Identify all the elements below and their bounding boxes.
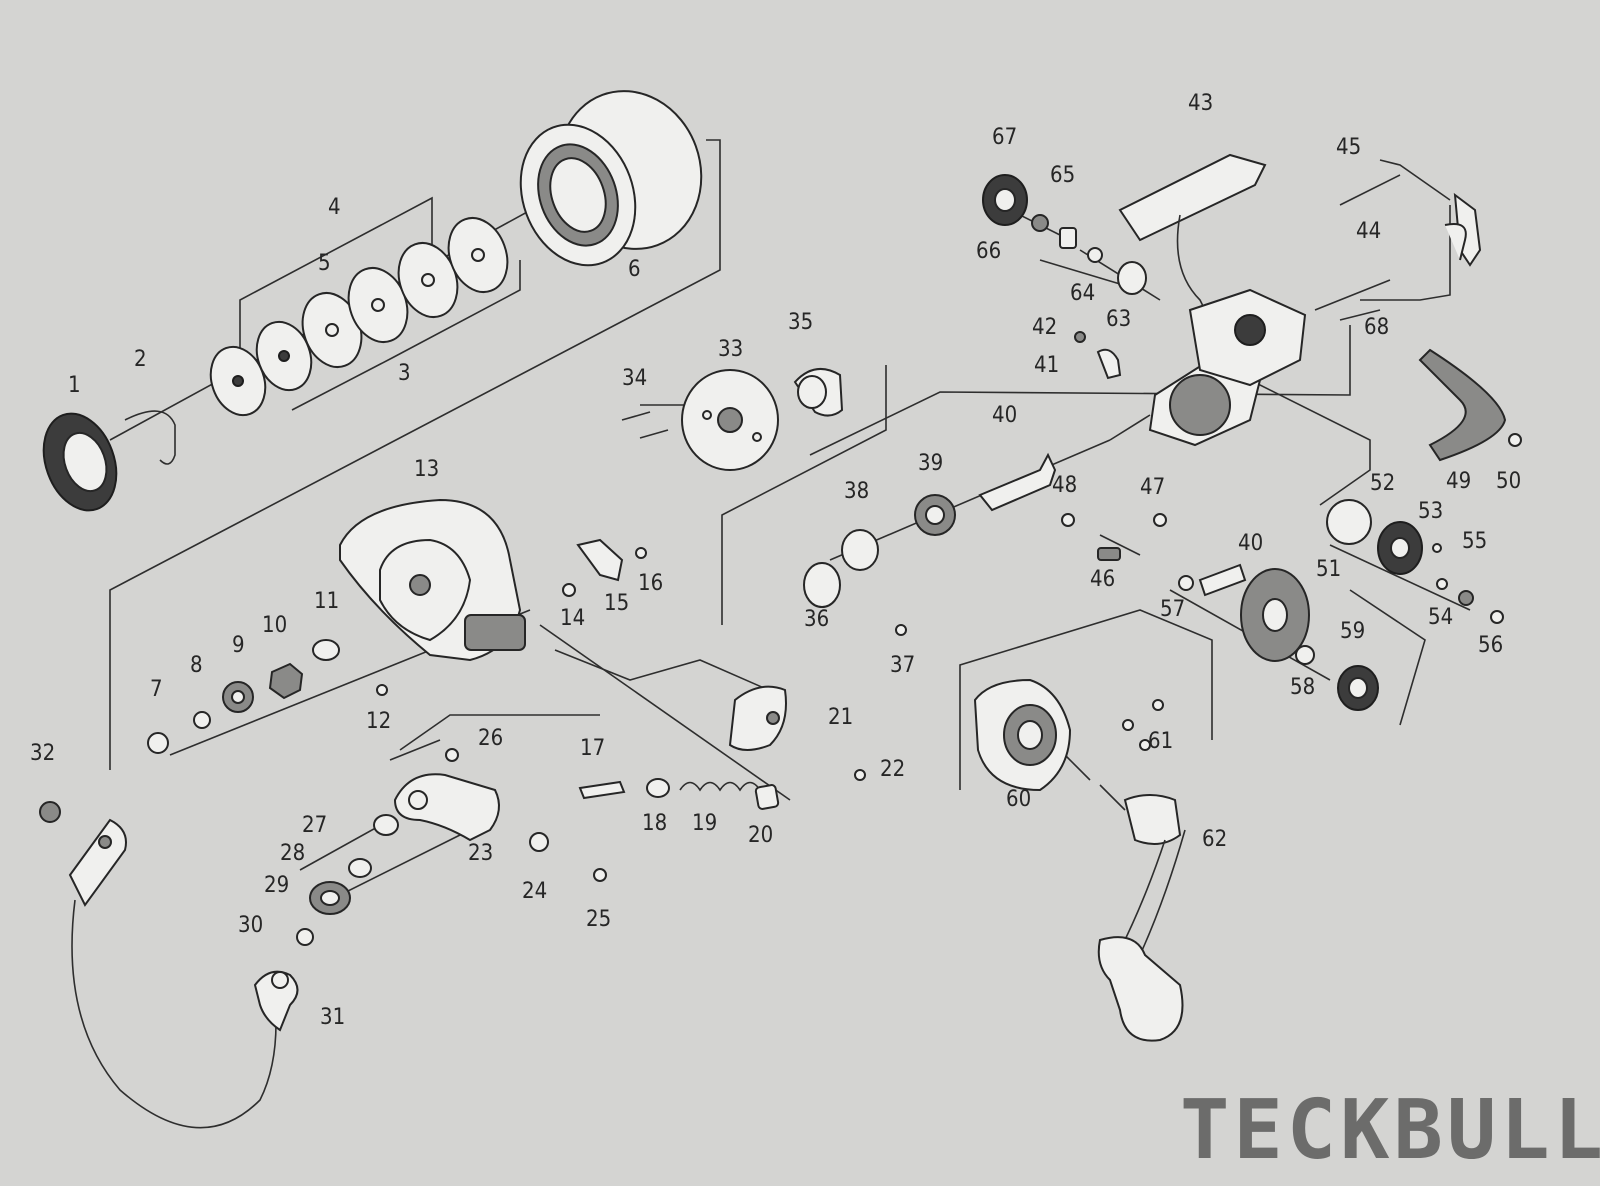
part-label-12: 12: [366, 709, 391, 734]
part-label-45: 45: [1336, 135, 1361, 160]
part-label-49: 49: [1446, 469, 1471, 494]
part-label-38: 38: [844, 479, 869, 504]
part-label-13: 13: [414, 457, 439, 482]
part-label-10: 10: [262, 613, 287, 638]
part-label-43: 43: [1188, 91, 1213, 116]
spool-assembly: [42, 90, 703, 512]
part-label-66: 66: [976, 239, 1001, 264]
part-label-20: 20: [748, 823, 773, 848]
part-label-50: 50: [1496, 469, 1521, 494]
part-label-2: 2: [134, 347, 147, 372]
part-label-42: 42: [1032, 315, 1057, 340]
part-label-5: 5: [318, 251, 331, 276]
part-label-33: 33: [718, 337, 743, 362]
part-label-41: 41: [1034, 353, 1059, 378]
part-label-52: 52: [1370, 471, 1395, 496]
part-label-48: 48: [1052, 473, 1077, 498]
part-label-17: 17: [580, 736, 605, 761]
group-brackets: [109, 139, 1451, 790]
pinion-assembly: [803, 331, 1262, 636]
part-label-57: 57: [1160, 597, 1185, 622]
part-label-61: 61: [1148, 729, 1173, 754]
part-label-21: 21: [828, 705, 853, 730]
part-label-67: 67: [992, 125, 1017, 150]
part-label-56: 56: [1478, 633, 1503, 658]
part-label-47: 47: [1140, 475, 1165, 500]
part-label-24: 24: [522, 879, 547, 904]
watermark-text: TECKBULL: [1180, 1083, 1600, 1178]
part-label-62: 62: [1202, 827, 1227, 852]
part-label-22: 22: [880, 757, 905, 782]
part-label-15: 15: [604, 591, 629, 616]
part-label-44: 44: [1356, 219, 1381, 244]
part-label-36: 36: [804, 607, 829, 632]
part-label-64: 64: [1070, 281, 1095, 306]
part-label-1: 1: [68, 373, 81, 398]
part-label-39: 39: [918, 451, 943, 476]
part-label-26: 26: [478, 726, 503, 751]
part-label-7: 7: [150, 677, 163, 702]
rotor-assembly: [147, 367, 844, 754]
part-label-60: 60: [1006, 787, 1031, 812]
part-label-53: 53: [1418, 499, 1443, 524]
part-label-23: 23: [468, 841, 493, 866]
part-label-68: 68: [1364, 315, 1389, 340]
part-label-19: 19: [692, 811, 717, 836]
part-label-37: 37: [890, 653, 915, 678]
part-label-25: 25: [586, 907, 611, 932]
part-label-8: 8: [190, 653, 203, 678]
part-label-55: 55: [1462, 529, 1487, 554]
part-label-65: 65: [1050, 163, 1075, 188]
part-label-16: 16: [638, 571, 663, 596]
part-label-31: 31: [320, 1005, 345, 1030]
part-label-11: 11: [314, 589, 339, 614]
part-label-34: 34: [622, 366, 647, 391]
part-label-40b: 40: [1238, 531, 1263, 556]
part-label-28: 28: [280, 841, 305, 866]
part-label-18: 18: [642, 811, 667, 836]
part-label-54: 54: [1428, 605, 1453, 630]
part-label-35: 35: [788, 310, 813, 335]
part-label-3: 3: [398, 361, 411, 386]
bail-assembly: [39, 685, 866, 1129]
part-label-4: 4: [328, 195, 341, 220]
part-label-32: 32: [30, 741, 55, 766]
part-label-6: 6: [628, 257, 641, 282]
part-label-40a: 40: [992, 403, 1017, 428]
body-assembly: [973, 153, 1522, 1042]
part-label-58: 58: [1290, 675, 1315, 700]
part-label-27: 27: [302, 813, 327, 838]
part-label-63: 63: [1106, 307, 1131, 332]
part-label-30: 30: [238, 913, 263, 938]
part-label-9: 9: [232, 633, 245, 658]
part-label-14: 14: [560, 606, 585, 631]
part-label-46: 46: [1090, 567, 1115, 592]
part-label-29: 29: [264, 873, 289, 898]
part-label-59: 59: [1340, 619, 1365, 644]
part-label-51: 51: [1316, 557, 1341, 582]
